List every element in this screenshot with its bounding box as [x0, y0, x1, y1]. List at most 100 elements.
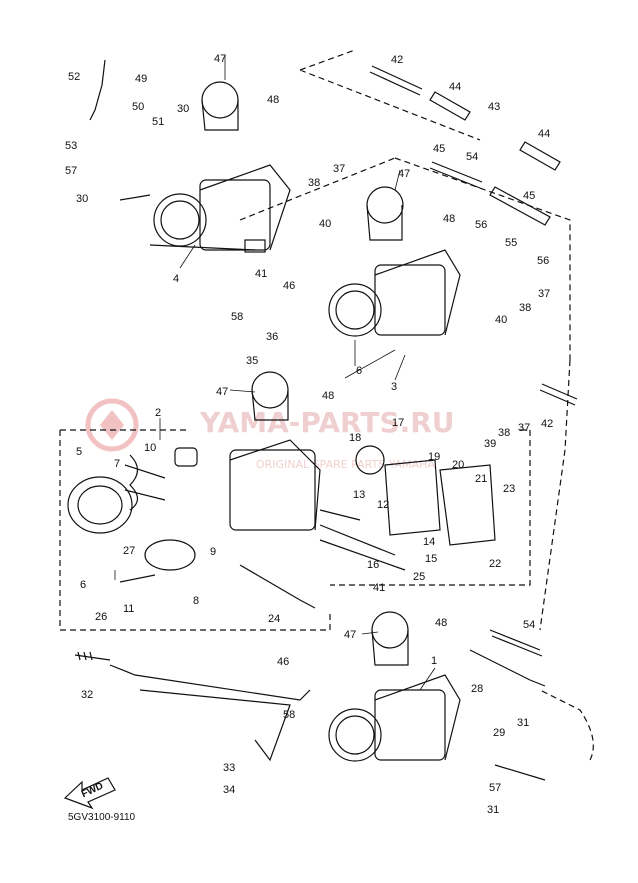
callout-34: 34: [223, 784, 235, 796]
callout-38b: 38: [519, 302, 531, 314]
callout-21: 21: [475, 473, 487, 485]
callout-14: 14: [423, 536, 435, 548]
callout-40a: 40: [319, 218, 331, 230]
callout-46b: 46: [277, 656, 289, 668]
callout-6b: 6: [80, 579, 86, 591]
callout-4: 4: [173, 273, 179, 285]
callout-33: 33: [223, 762, 235, 774]
callout-49: 49: [135, 73, 147, 85]
callout-2: 2: [155, 407, 161, 419]
callout-44b: 44: [538, 128, 550, 140]
throttle-cable-route: [539, 359, 594, 761]
callout-37b: 37: [538, 288, 550, 300]
callout-48b: 48: [443, 213, 455, 225]
callout-9: 9: [210, 546, 216, 558]
callout-47d: 47: [344, 629, 356, 641]
callout-41a: 41: [255, 268, 267, 280]
callout-51: 51: [152, 116, 164, 128]
callout-54a: 54: [466, 151, 478, 163]
callout-57a: 57: [65, 165, 77, 177]
callout-43: 43: [488, 101, 500, 113]
carburetor-4: [119, 81, 291, 253]
callout-58a: 58: [231, 311, 243, 323]
callout-42a: 42: [391, 54, 403, 66]
fwd-arrow-icon: [63, 777, 116, 810]
callout-10: 10: [144, 442, 156, 454]
callout-28: 28: [471, 683, 483, 695]
cable-lower: [494, 764, 546, 781]
diagram-code: 5GV3100-9110: [68, 812, 136, 823]
joint-54: [429, 161, 483, 189]
callout-26: 26: [95, 611, 107, 623]
callout-1: 1: [431, 655, 437, 667]
callout-8: 8: [193, 595, 199, 607]
adjuster-screw: [74, 651, 111, 661]
callout-5: 5: [76, 446, 82, 458]
cable-49: [89, 59, 106, 121]
watermark-subtitle: ORIGINAL SPARE PARTS YAMAHA: [256, 458, 435, 471]
callout-24: 24: [268, 613, 280, 625]
callout-50: 50: [132, 101, 144, 113]
callout-16: 16: [367, 559, 379, 571]
callout-56b: 56: [537, 255, 549, 267]
callout-31b: 31: [487, 804, 499, 816]
callout-47a: 47: [214, 53, 226, 65]
callout-38c: 38: [498, 427, 510, 439]
callout-22: 22: [489, 558, 501, 570]
callout-44a: 44: [449, 81, 461, 93]
joint-42: [369, 65, 423, 96]
callout-12: 12: [377, 499, 389, 511]
callout-57b: 57: [489, 782, 501, 794]
callout-27: 27: [123, 545, 135, 557]
callout-45a: 45: [433, 143, 445, 155]
callout-18: 18: [349, 432, 361, 444]
callout-47c: 47: [216, 386, 228, 398]
callout-32: 32: [81, 689, 93, 701]
callout-38a: 38: [308, 177, 320, 189]
fwd-label: FWD: [80, 781, 105, 801]
callout-37a: 37: [333, 163, 345, 175]
callout-55: 55: [505, 237, 517, 249]
watermark: YAMA-PARTS.RU ORIGINAL SPARE PARTS YAMAH…: [85, 398, 455, 471]
carburetor-1: [328, 611, 461, 762]
callout-58b: 58: [283, 709, 295, 721]
callout-36: 36: [266, 331, 278, 343]
callout-labels: 1 2 3 4 5 6 6 7 8 9 10 11 12 13 14 15 16…: [65, 53, 553, 816]
watermark-logo-icon: [85, 398, 139, 452]
callout-30b: 30: [76, 193, 88, 205]
cable-28: [469, 649, 546, 687]
callout-46a: 46: [283, 280, 295, 292]
callout-11: 11: [123, 603, 134, 615]
callout-48c: 48: [322, 390, 334, 402]
callout-15: 15: [425, 553, 437, 565]
hose-55: [489, 186, 551, 226]
callout-42b: 42: [541, 418, 553, 430]
cable-54b: [489, 629, 543, 657]
callout-30a: 30: [177, 103, 189, 115]
callout-23: 23: [503, 483, 515, 495]
group-boundary-exploded: [59, 429, 531, 631]
callout-17: 17: [392, 417, 404, 429]
callout-54b: 54: [523, 619, 535, 631]
hose-44b: [519, 141, 561, 171]
joint-42b: [539, 383, 578, 406]
callout-20: 20: [452, 459, 464, 471]
watermark-title: YAMA-PARTS.RU: [199, 406, 455, 439]
carburetor-exploded: [67, 371, 496, 609]
callout-47b: 47: [398, 168, 410, 180]
callout-37c: 37: [518, 422, 530, 434]
callout-7: 7: [114, 458, 120, 470]
callout-40b: 40: [495, 314, 507, 326]
callout-25: 25: [413, 571, 425, 583]
carburetor-3: [328, 186, 461, 337]
callout-6a: 6: [356, 365, 362, 377]
callout-52: 52: [68, 71, 80, 83]
callout-56a: 56: [475, 219, 487, 231]
callout-29: 29: [493, 727, 505, 739]
callout-31a: 31: [517, 717, 529, 729]
callout-53: 53: [65, 140, 77, 152]
callout-35: 35: [246, 355, 258, 367]
leader-lines: [114, 55, 436, 691]
callout-39: 39: [484, 438, 496, 450]
